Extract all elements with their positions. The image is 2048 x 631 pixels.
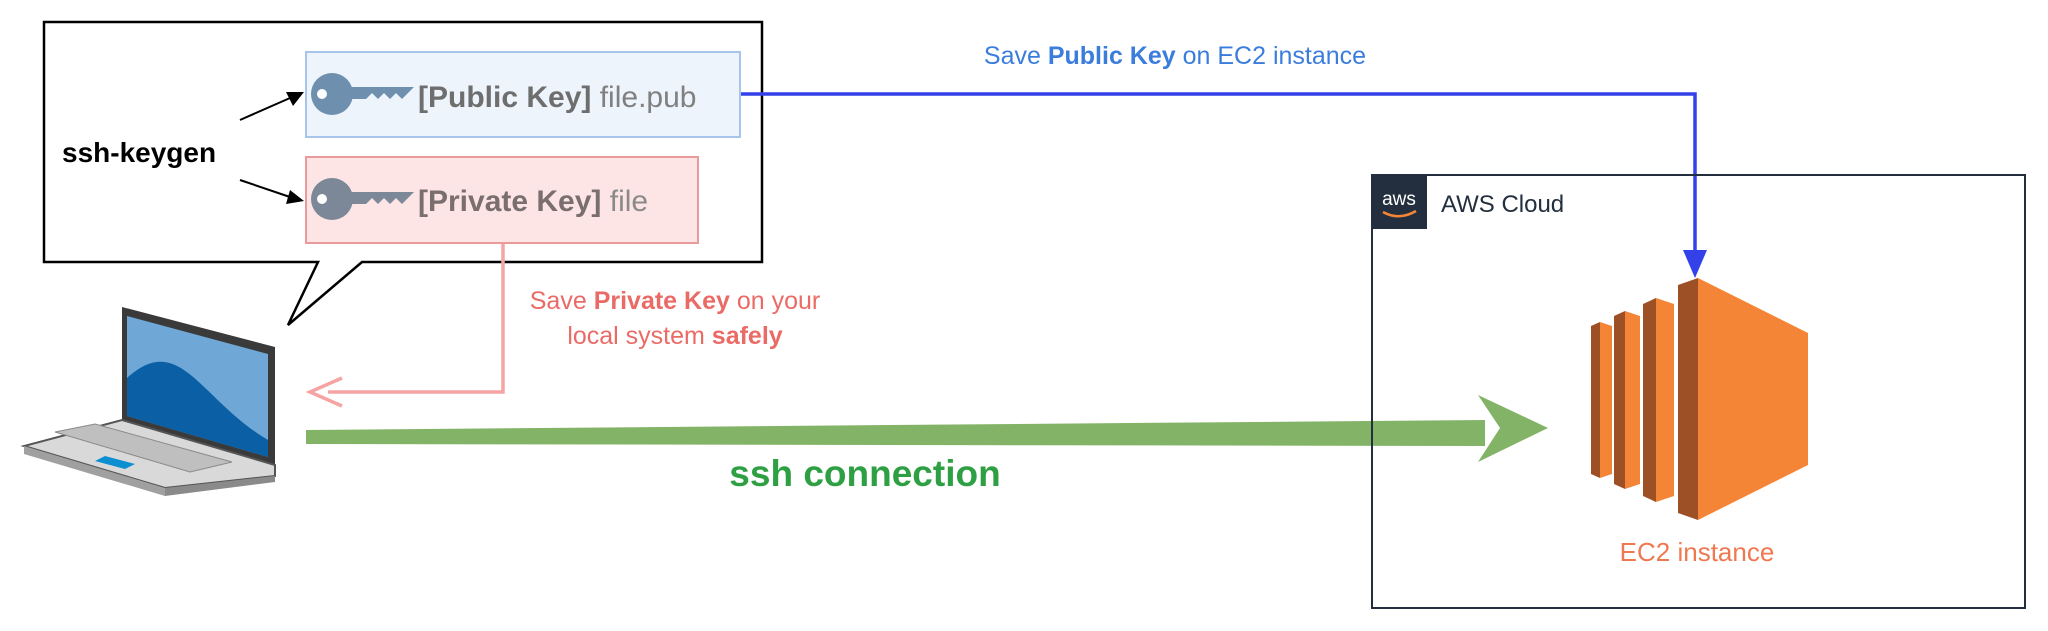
private-key-box [305, 156, 699, 244]
aws-cloud-label: AWS Cloud [1441, 191, 1564, 218]
public-key-filename: file.pub [600, 81, 697, 114]
ec2-instance-icon [1591, 278, 1808, 520]
public-key-text: [Public Key] file.pub [418, 81, 696, 114]
aws-logo-icon [1372, 175, 1427, 229]
aws-cloud-group [1371, 174, 2026, 609]
aws-logo-text: aws [1382, 189, 1416, 210]
public-key-box [305, 51, 741, 138]
private-key-filename: file [610, 185, 648, 218]
private-key-arrow [305, 244, 505, 408]
save-private-key-label-2: local system safely [567, 322, 782, 350]
ssh-connection-label: ssh connection [729, 453, 1000, 494]
save-public-key-label: Save Public Key on EC2 instance [984, 42, 1366, 70]
private-key-text: [Private Key] file [418, 185, 648, 218]
public-key-icon [311, 73, 414, 115]
private-key-icon [311, 178, 414, 220]
ec2-instance-label: EC2 instance [1620, 537, 1775, 567]
public-key-arrow [741, 92, 1707, 278]
ssh-keygen-label: ssh-keygen [62, 137, 216, 168]
public-key-bracket: [Public Key] [418, 81, 591, 114]
save-private-key-label: Save Private Key on your [530, 287, 820, 315]
laptop-icon [20, 307, 276, 496]
private-key-bracket: [Private Key] [418, 185, 601, 218]
ssh-connection-arrow [306, 395, 1548, 462]
keygen-arrows [239, 92, 304, 204]
aws-smile-icon [1382, 209, 1417, 218]
